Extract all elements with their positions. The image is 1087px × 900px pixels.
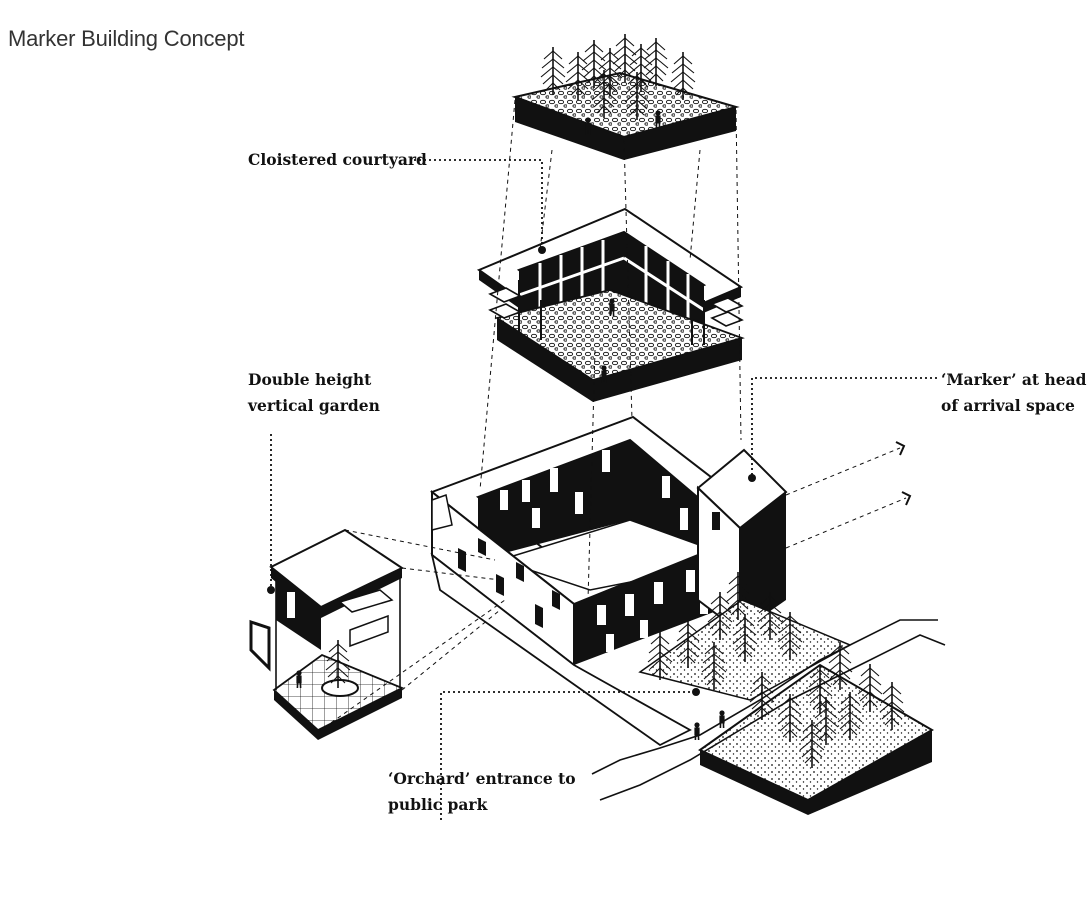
roof-garden-slab (511, 33, 740, 160)
vertical-garden-pavilion (249, 528, 405, 740)
orchard-park (591, 571, 946, 815)
label-orchard-entrance: ‘Orchard’ entrance to public park (388, 766, 576, 818)
label-vertical-garden: Double height vertical garden (248, 367, 380, 419)
label-line: of arrival space (941, 396, 1075, 415)
main-building (429, 415, 788, 747)
label-cloistered-courtyard: Cloistered courtyard (248, 147, 427, 173)
label-marker: ‘Marker’ at head of arrival space (941, 367, 1087, 419)
label-line: vertical garden (248, 396, 380, 415)
leader-dots (267, 246, 756, 696)
label-line: ‘Marker’ at head (941, 370, 1087, 389)
label-line: ‘Orchard’ entrance to (388, 769, 576, 788)
label-line: public park (388, 795, 488, 814)
direction-arrows (895, 441, 912, 506)
label-line: Cloistered courtyard (248, 150, 427, 169)
leader-lines (270, 159, 937, 820)
cloister-floor (476, 207, 745, 402)
diagram-title: Marker Building Concept (8, 26, 245, 51)
label-line: Double height (248, 370, 372, 389)
